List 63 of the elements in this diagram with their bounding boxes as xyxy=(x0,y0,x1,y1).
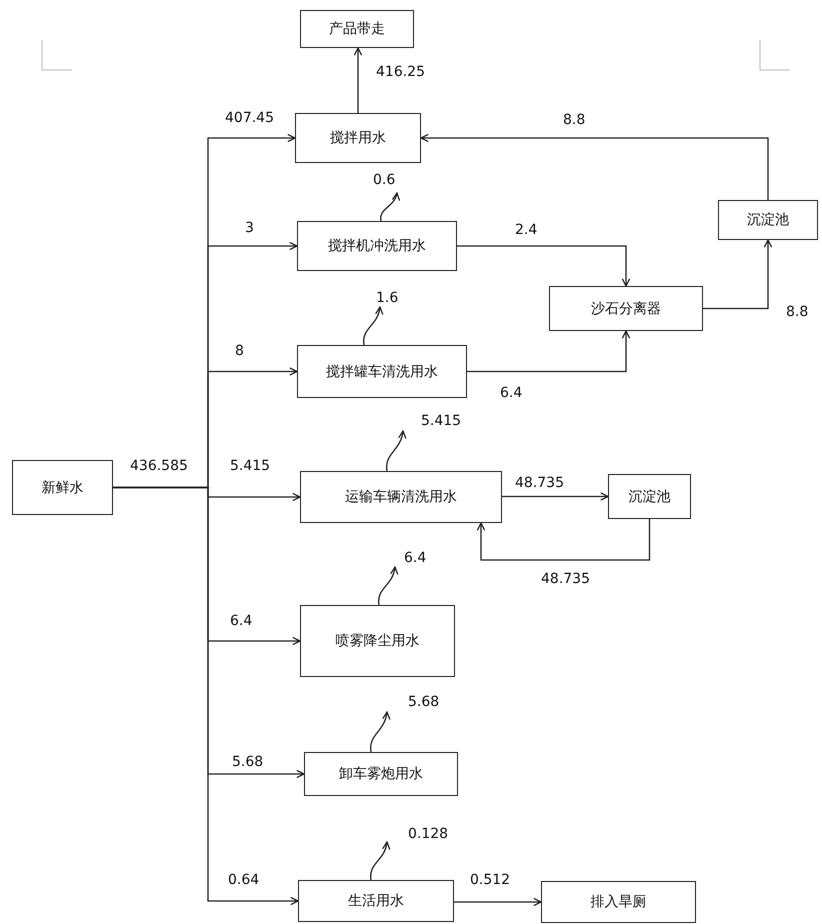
evaporation-arrow xyxy=(370,841,390,880)
edge-label: 2.4 xyxy=(515,222,538,238)
process-box xyxy=(297,221,457,271)
process-box xyxy=(304,752,458,796)
edge-label: 407.45 xyxy=(225,110,274,126)
edge-label: 5.415 xyxy=(230,458,270,474)
flow-arrow xyxy=(113,486,299,906)
edge-label: 0.512 xyxy=(470,872,510,888)
evaporation-arrow xyxy=(378,566,398,606)
edge-label: 1.6 xyxy=(376,290,398,306)
edge-label: 48.735 xyxy=(541,571,590,587)
process-box xyxy=(718,200,818,240)
edge-label: 0.64 xyxy=(228,872,260,888)
edge-label: 6.4 xyxy=(230,613,252,629)
flow-arrow xyxy=(454,898,542,906)
edge-label: 5.68 xyxy=(232,754,264,770)
node-label: 搅拌用水 xyxy=(330,129,386,147)
edge-label: 3 xyxy=(245,220,254,236)
process-box xyxy=(298,880,454,922)
node-label: 喷雾降尘用水 xyxy=(336,632,420,650)
flow-arrow xyxy=(420,134,769,200)
process-box xyxy=(541,881,696,923)
edge-label: 8.8 xyxy=(563,112,586,128)
flow-value-label: 436.585 xyxy=(130,458,188,474)
process-box xyxy=(295,113,421,163)
node-label: 沉淀池 xyxy=(747,211,789,229)
evaporation-arrow xyxy=(370,711,390,752)
node-label: 产品带走 xyxy=(329,20,385,38)
edge-label: 0.6 xyxy=(373,172,396,188)
node-label: 搅拌机冲洗用水 xyxy=(328,237,426,255)
flow-arrow xyxy=(467,330,630,372)
node-label: 生活用水 xyxy=(348,892,404,910)
evaporation-arrow xyxy=(386,430,406,472)
node-label: 搅拌罐车清洗用水 xyxy=(326,362,438,380)
edge-label: 5.415 xyxy=(421,413,462,429)
process-box xyxy=(608,474,691,519)
node-label: 排入旱厕 xyxy=(590,893,646,911)
process-box xyxy=(300,471,502,523)
evaporation-arrow xyxy=(380,192,400,222)
process-box xyxy=(549,286,703,331)
process-box xyxy=(12,460,113,515)
flow-arrow xyxy=(703,239,772,310)
node-label: 卸车雾炮用水 xyxy=(339,765,423,783)
node-label: 沙石分离器 xyxy=(591,300,661,318)
flow-arrow xyxy=(476,519,650,561)
edge-label: 8.8 xyxy=(786,304,808,320)
edge-label: 0.128 xyxy=(408,826,448,842)
edge-label: 416.25 xyxy=(376,64,425,80)
edge-label: 6.4 xyxy=(404,550,426,566)
edge-label: 48.735 xyxy=(515,475,564,491)
process-box xyxy=(300,605,455,677)
edge-label: 6.4 xyxy=(500,385,522,401)
flow-arrow xyxy=(502,492,609,501)
node-label: 运输车辆清洗用水 xyxy=(345,488,457,506)
flow-arrow xyxy=(354,47,362,113)
flow-arrow xyxy=(457,245,630,287)
edge-label: 8 xyxy=(235,343,244,359)
edge-label: 5.68 xyxy=(408,694,440,710)
process-box xyxy=(300,10,414,48)
process-box xyxy=(297,345,467,398)
node-label: 沉淀池 xyxy=(628,488,670,506)
node-label: 新鲜水 xyxy=(42,478,84,496)
evaporation-arrow xyxy=(363,306,383,346)
